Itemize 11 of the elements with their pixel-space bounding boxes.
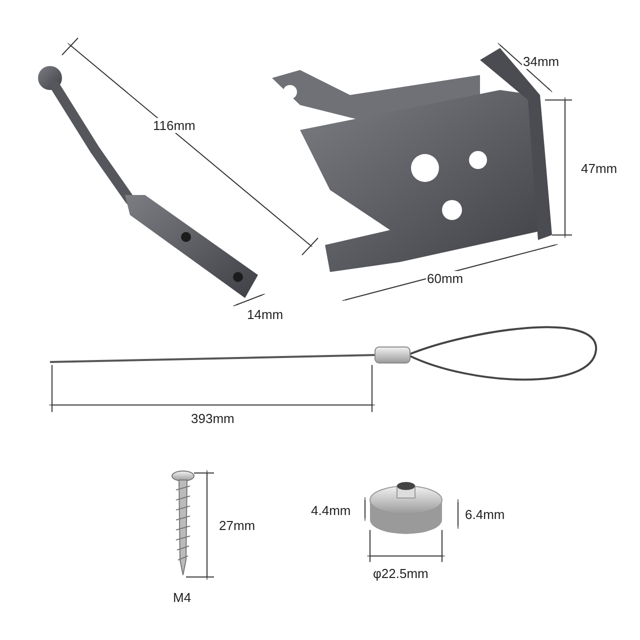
dimension-label: 14mm — [246, 307, 284, 322]
dimension-label: 6.4mm — [464, 507, 506, 522]
dimension-label: 27mm — [218, 518, 256, 533]
dimension-label: 4.4mm — [310, 503, 352, 518]
dimension-label: M4 — [172, 590, 192, 605]
dimension-label: 34mm — [522, 54, 560, 69]
dimension-label: 116mm — [152, 118, 196, 133]
dimension-label: 47mm — [580, 161, 618, 176]
dimension-label: φ22.5mm — [372, 566, 430, 581]
dimension-label: 393mm — [190, 411, 236, 426]
dimension-label: 60mm — [426, 271, 464, 286]
